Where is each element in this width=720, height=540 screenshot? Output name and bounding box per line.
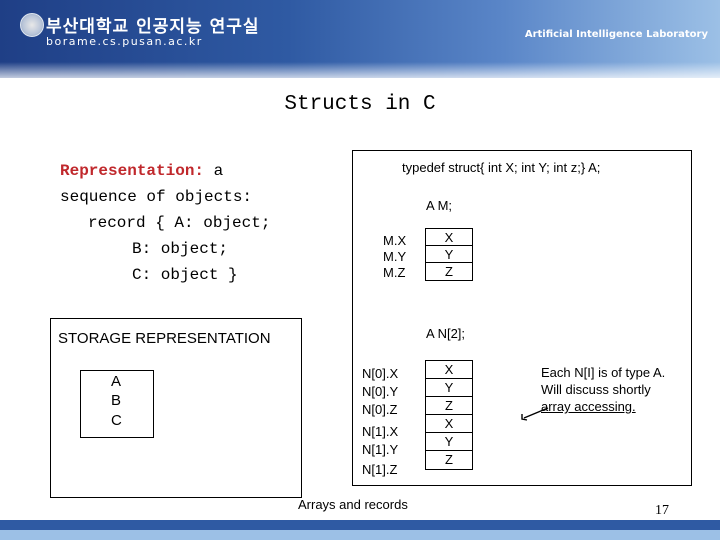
footer-bar: [0, 520, 720, 530]
n-label: N[1].X: [362, 424, 399, 439]
m-label: M.Y: [383, 249, 407, 264]
struct-example-box: [352, 150, 692, 486]
m-label: M.X: [383, 233, 407, 248]
array-note: Each N[I] is of type A. Will discuss sho…: [541, 364, 665, 415]
banner-fade: [0, 62, 720, 84]
n-cell: Z: [426, 397, 472, 415]
storage-cells: A B C: [80, 370, 154, 438]
m-cell: Y: [426, 246, 472, 263]
lab-url: borame.cs.pusan.ac.kr: [46, 35, 203, 48]
code-line-3: record { A: object;: [88, 214, 271, 232]
decl-m: A M;: [426, 198, 453, 213]
note-line: Will discuss shortly: [541, 382, 651, 397]
storage-cell: B: [111, 392, 122, 409]
m-label: M.Z: [383, 265, 406, 280]
lab-name: Artificial Intelligence Laboratory: [524, 29, 708, 40]
note-arrow-icon: [521, 407, 549, 421]
decl-n: A N[2];: [426, 326, 466, 341]
footer-text: Arrays and records: [298, 497, 408, 512]
m-cell: X: [426, 229, 472, 246]
typedef-text: typedef struct{ int X; int Y; int z;} A;: [402, 160, 601, 175]
n-cells: X Y Z X Y Z: [425, 360, 473, 470]
university-seal-icon: [20, 13, 44, 37]
slide-title: Structs in C: [284, 93, 436, 116]
code-line-2: sequence of objects:: [60, 188, 253, 206]
m-labels: M.X M.Y M.Z: [383, 233, 406, 281]
n-label: N[0].X: [362, 366, 399, 381]
n-cell: X: [426, 361, 472, 379]
storage-cell: C: [111, 412, 122, 429]
university-name: 부산대학교 인공지능 연구실: [46, 17, 260, 37]
n-label: N[1].Z: [362, 462, 398, 477]
n-labels: N[0].X N[0].Y N[0].Z N[1].X N[1].Y N[1].…: [362, 365, 398, 479]
n-cell: Z: [445, 452, 453, 467]
n-cell: X: [426, 415, 472, 433]
n-label: N[0].Z: [362, 402, 398, 417]
m-cells: X Y Z: [425, 228, 473, 281]
footer-bar-light: [0, 530, 720, 540]
storage-heading: STORAGE REPRESENTATION: [58, 330, 271, 347]
page-number: 17: [655, 503, 669, 518]
n-cell: Y: [426, 379, 472, 397]
storage-cell: A: [111, 373, 122, 390]
m-cell: Z: [445, 264, 453, 279]
note-line: Each N[I] is of type A.: [541, 365, 666, 380]
code-line-5: C: object }: [132, 266, 238, 284]
n-label: N[0].Y: [362, 384, 399, 399]
representation-label: Representation:: [60, 162, 205, 180]
code-line-1: Representation: a: [60, 162, 223, 180]
n-cell: Y: [426, 433, 472, 451]
n-label: N[1].Y: [362, 442, 399, 457]
note-line: array accessing.: [541, 399, 636, 414]
code-line-1-rest: a: [204, 162, 224, 180]
code-line-4: B: object;: [132, 240, 229, 258]
